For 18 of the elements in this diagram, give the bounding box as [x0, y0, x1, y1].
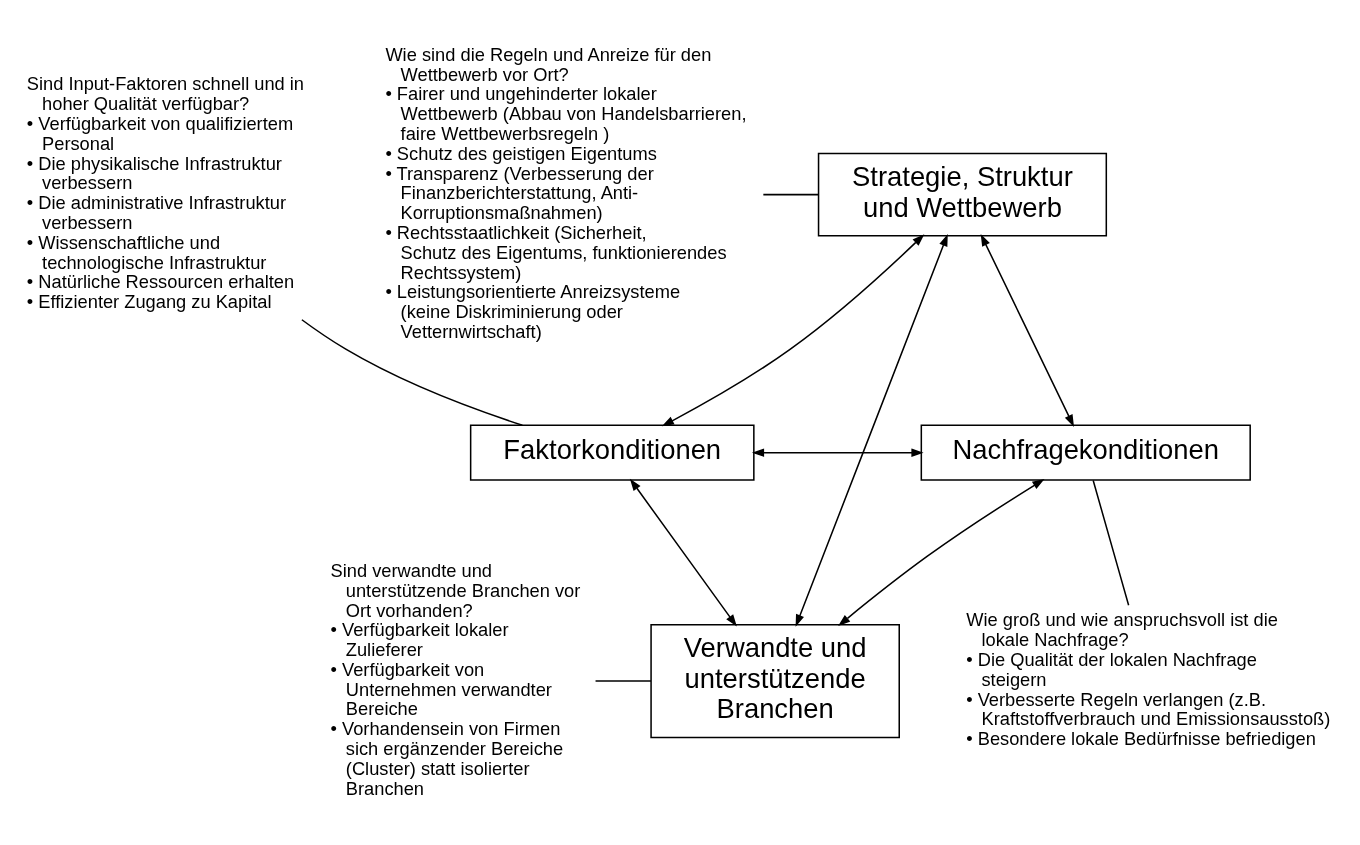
- node-text: Wie groß und wie anspruchsvoll ist die lokale Nachfrage? • Die Qualität der lokalen Nachfrage steigern • Verbesserte Regeln verlangen (z.B. Kraftstoffverbrauch und Emissionsausstoß) • Besondere lokale Bedürfnisse befriedigen: [966, 608, 1331, 749]
- arrow: [838, 478, 1045, 626]
- node-text: Sind verwandte und unterstützende Branchen vor Ort vorhanden? • Verfügbarkeit lokaler Zulieferer • Verfügbarkeit von Unternehmen verwandter Bereiche • Vorhandensein von Firmen sich ergänzender Bereiche (Cluster) statt isolierter Branchen: [330, 559, 581, 799]
- arrow: [751, 447, 924, 457]
- node-box: Faktorkonditionen: [469, 424, 755, 481]
- connector: [594, 679, 652, 682]
- node-box: Verwandte und unterstützende Branchen: [650, 623, 900, 738]
- arrow: [661, 233, 925, 426]
- connector: [1092, 479, 1130, 606]
- arrow: [629, 478, 737, 627]
- node-text: Sind Input-Faktoren schnell und in hoher Qualität verfügbar? • Verfügbarkeit von qualifiziertem Personal • Die physikalische Infrastruktur verbessern • Die administrative Infrastruktur verbessern • Wissenschaftliche und technologische Infrastruktur • Natürliche Ressourcen erhalten • Effizienter Zugang zu Kapital: [26, 72, 305, 312]
- connector: [301, 318, 524, 426]
- node-text: Wie sind die Regeln und Anreize für den Wettbewerb vor Ort? • Fairer und ungehinderter lokaler Wettbewerb (Abbau von Handelsbarrieren, faire Wettbewerbsregeln ) • Schutz des geistigen Eigentums • Transparenz (Verbesserung der Finanzberichterstattung, Anti-Korruptionsmaßnahmen) • Rechtsstaatlichkeit (Sicherheit, Schutz des Eigentums, funktionierendes Rechtssystem) • Leistungsorientierte Anreizsysteme (keine Diskriminierung oder Vetternwirtschaft): [385, 43, 747, 342]
- arrow: [980, 233, 1075, 427]
- connector: [762, 193, 819, 195]
- node-box: Nachfragekonditionen: [920, 424, 1251, 481]
- arrow: [795, 233, 948, 627]
- node-box: Strategie, Struktur und Wettbewerb: [817, 152, 1108, 236]
